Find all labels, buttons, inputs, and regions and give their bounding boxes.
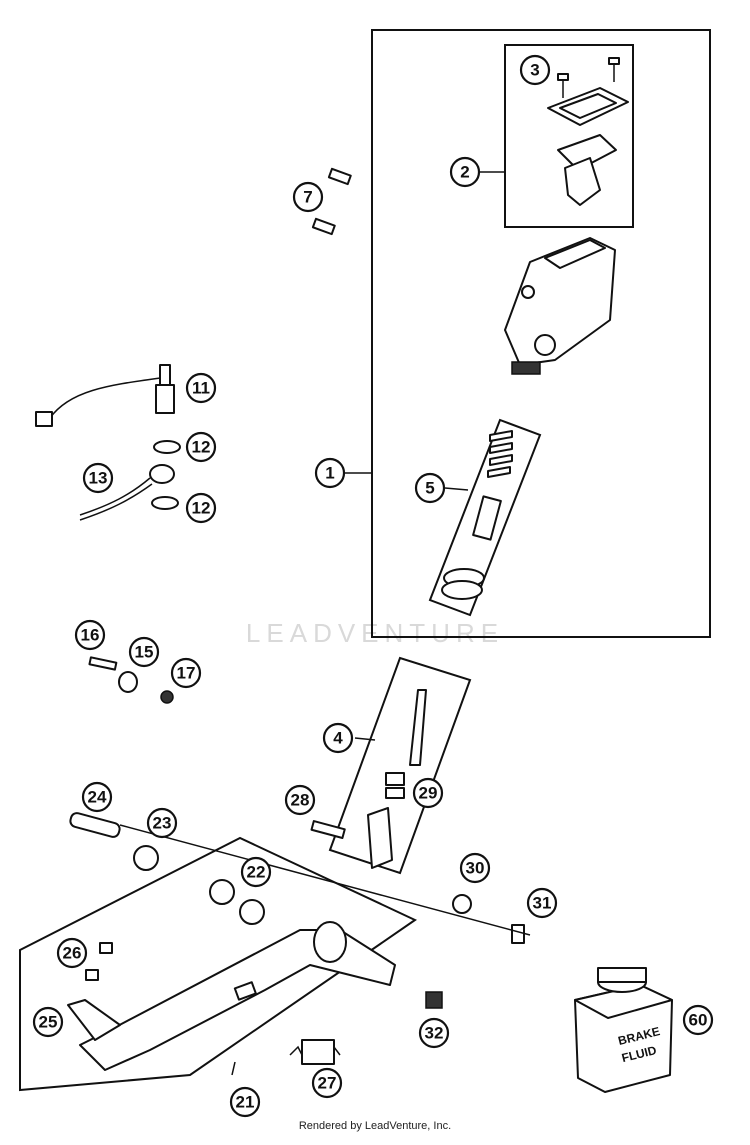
callout-13: 13: [82, 462, 114, 494]
callout-29: 29: [412, 777, 444, 809]
callout-16: 16: [74, 619, 106, 651]
washer-part-12-lower: [151, 496, 179, 510]
washer-part-23: [133, 845, 159, 871]
svg-text:11: 11: [192, 379, 210, 398]
callout-4: 4: [322, 722, 354, 754]
callout-3: 3: [519, 54, 551, 86]
svg-text:1: 1: [325, 464, 334, 483]
bushing-part-22-b: [239, 899, 265, 925]
pushrod-part-4: [367, 689, 427, 869]
callout-30: 30: [459, 852, 491, 884]
callout-2: 2: [449, 156, 481, 188]
piston-kit-frame: [428, 418, 542, 617]
callout-21: 21: [229, 1086, 261, 1118]
svg-text:13: 13: [89, 469, 108, 488]
bolt-part-7: [311, 167, 352, 236]
svg-text:12: 12: [192, 499, 211, 518]
svg-text:32: 32: [425, 1024, 444, 1043]
callout-12-lower: 12: [185, 492, 217, 524]
callout-12-upper: 12: [185, 431, 217, 463]
callout-17: 17: [170, 657, 202, 689]
callout-15: 15: [128, 636, 160, 668]
svg-text:60: 60: [689, 1011, 708, 1030]
brake-fluid-bottle-part-60: BRAKE FLUID: [574, 967, 673, 1093]
svg-text:4: 4: [333, 729, 343, 748]
svg-text:3: 3: [530, 61, 539, 80]
screw-part-3: [557, 57, 620, 98]
brake-pedal-group-frame: [19, 836, 418, 1092]
svg-text:24: 24: [88, 788, 107, 807]
svg-text:5: 5: [425, 479, 434, 498]
bushing-part-22-a: [209, 879, 235, 905]
brake-switch-part-11: [35, 364, 175, 427]
clevis-pin-part-28: [310, 820, 346, 840]
nut-part-32: [425, 991, 443, 1009]
pivot-bolt-part-24: [69, 812, 121, 838]
callout-25: 25: [32, 1006, 64, 1038]
callout-24: 24: [81, 781, 113, 813]
callout-31: 31: [526, 887, 558, 919]
washer-part-30: [452, 894, 472, 914]
bolt-part-26: [85, 942, 113, 981]
master-cylinder-group-frame: [371, 29, 711, 638]
callout-26: 26: [56, 937, 88, 969]
reservoir-cap-part-2: [547, 87, 629, 206]
brake-line-part-13: [79, 464, 175, 521]
svg-text:30: 30: [466, 859, 485, 878]
svg-text:25: 25: [39, 1013, 58, 1032]
svg-text:16: 16: [81, 626, 100, 645]
svg-text:7: 7: [303, 188, 312, 207]
clip-part-31: [511, 924, 525, 944]
callout-60: 60: [682, 1004, 714, 1036]
washer-part-12-upper: [153, 440, 181, 454]
callout-32: 32: [418, 1017, 450, 1049]
svg-text:17: 17: [177, 664, 196, 683]
bushing-part-15: [118, 671, 138, 693]
svg-text:23: 23: [153, 814, 172, 833]
callout-1: 1: [314, 457, 346, 489]
callout-5: 5: [414, 472, 446, 504]
piston-kit-part-5: [441, 430, 513, 600]
callout-23: 23: [146, 807, 178, 839]
svg-text:31: 31: [533, 894, 552, 913]
footer-credit: Rendered by LeadVenture, Inc.: [298, 1120, 452, 1132]
callout-7: 7: [292, 181, 324, 213]
svg-text:27: 27: [318, 1074, 337, 1093]
svg-text:29: 29: [419, 784, 438, 803]
spring-part-27: [289, 1039, 341, 1065]
callout-28: 28: [284, 784, 316, 816]
callout-27: 27: [311, 1067, 343, 1099]
pushrod-group-frame: [328, 656, 472, 875]
svg-text:21: 21: [236, 1093, 255, 1112]
master-cylinder-body: [504, 237, 616, 375]
svg-text:12: 12: [192, 438, 211, 457]
svg-text:26: 26: [63, 944, 82, 963]
svg-text:15: 15: [135, 643, 154, 662]
pedal-step-part-25: [67, 999, 121, 1041]
brake-pedal-part-21: [79, 921, 396, 1071]
callout-22: 22: [240, 856, 272, 888]
reservoir-cap-group-frame: [504, 44, 634, 228]
svg-text:2: 2: [460, 163, 469, 182]
bolt-part-16: [88, 656, 118, 671]
callout-11: 11: [185, 372, 217, 404]
svg-text:28: 28: [291, 791, 310, 810]
nut-part-17: [160, 690, 174, 704]
svg-text:22: 22: [247, 863, 266, 882]
